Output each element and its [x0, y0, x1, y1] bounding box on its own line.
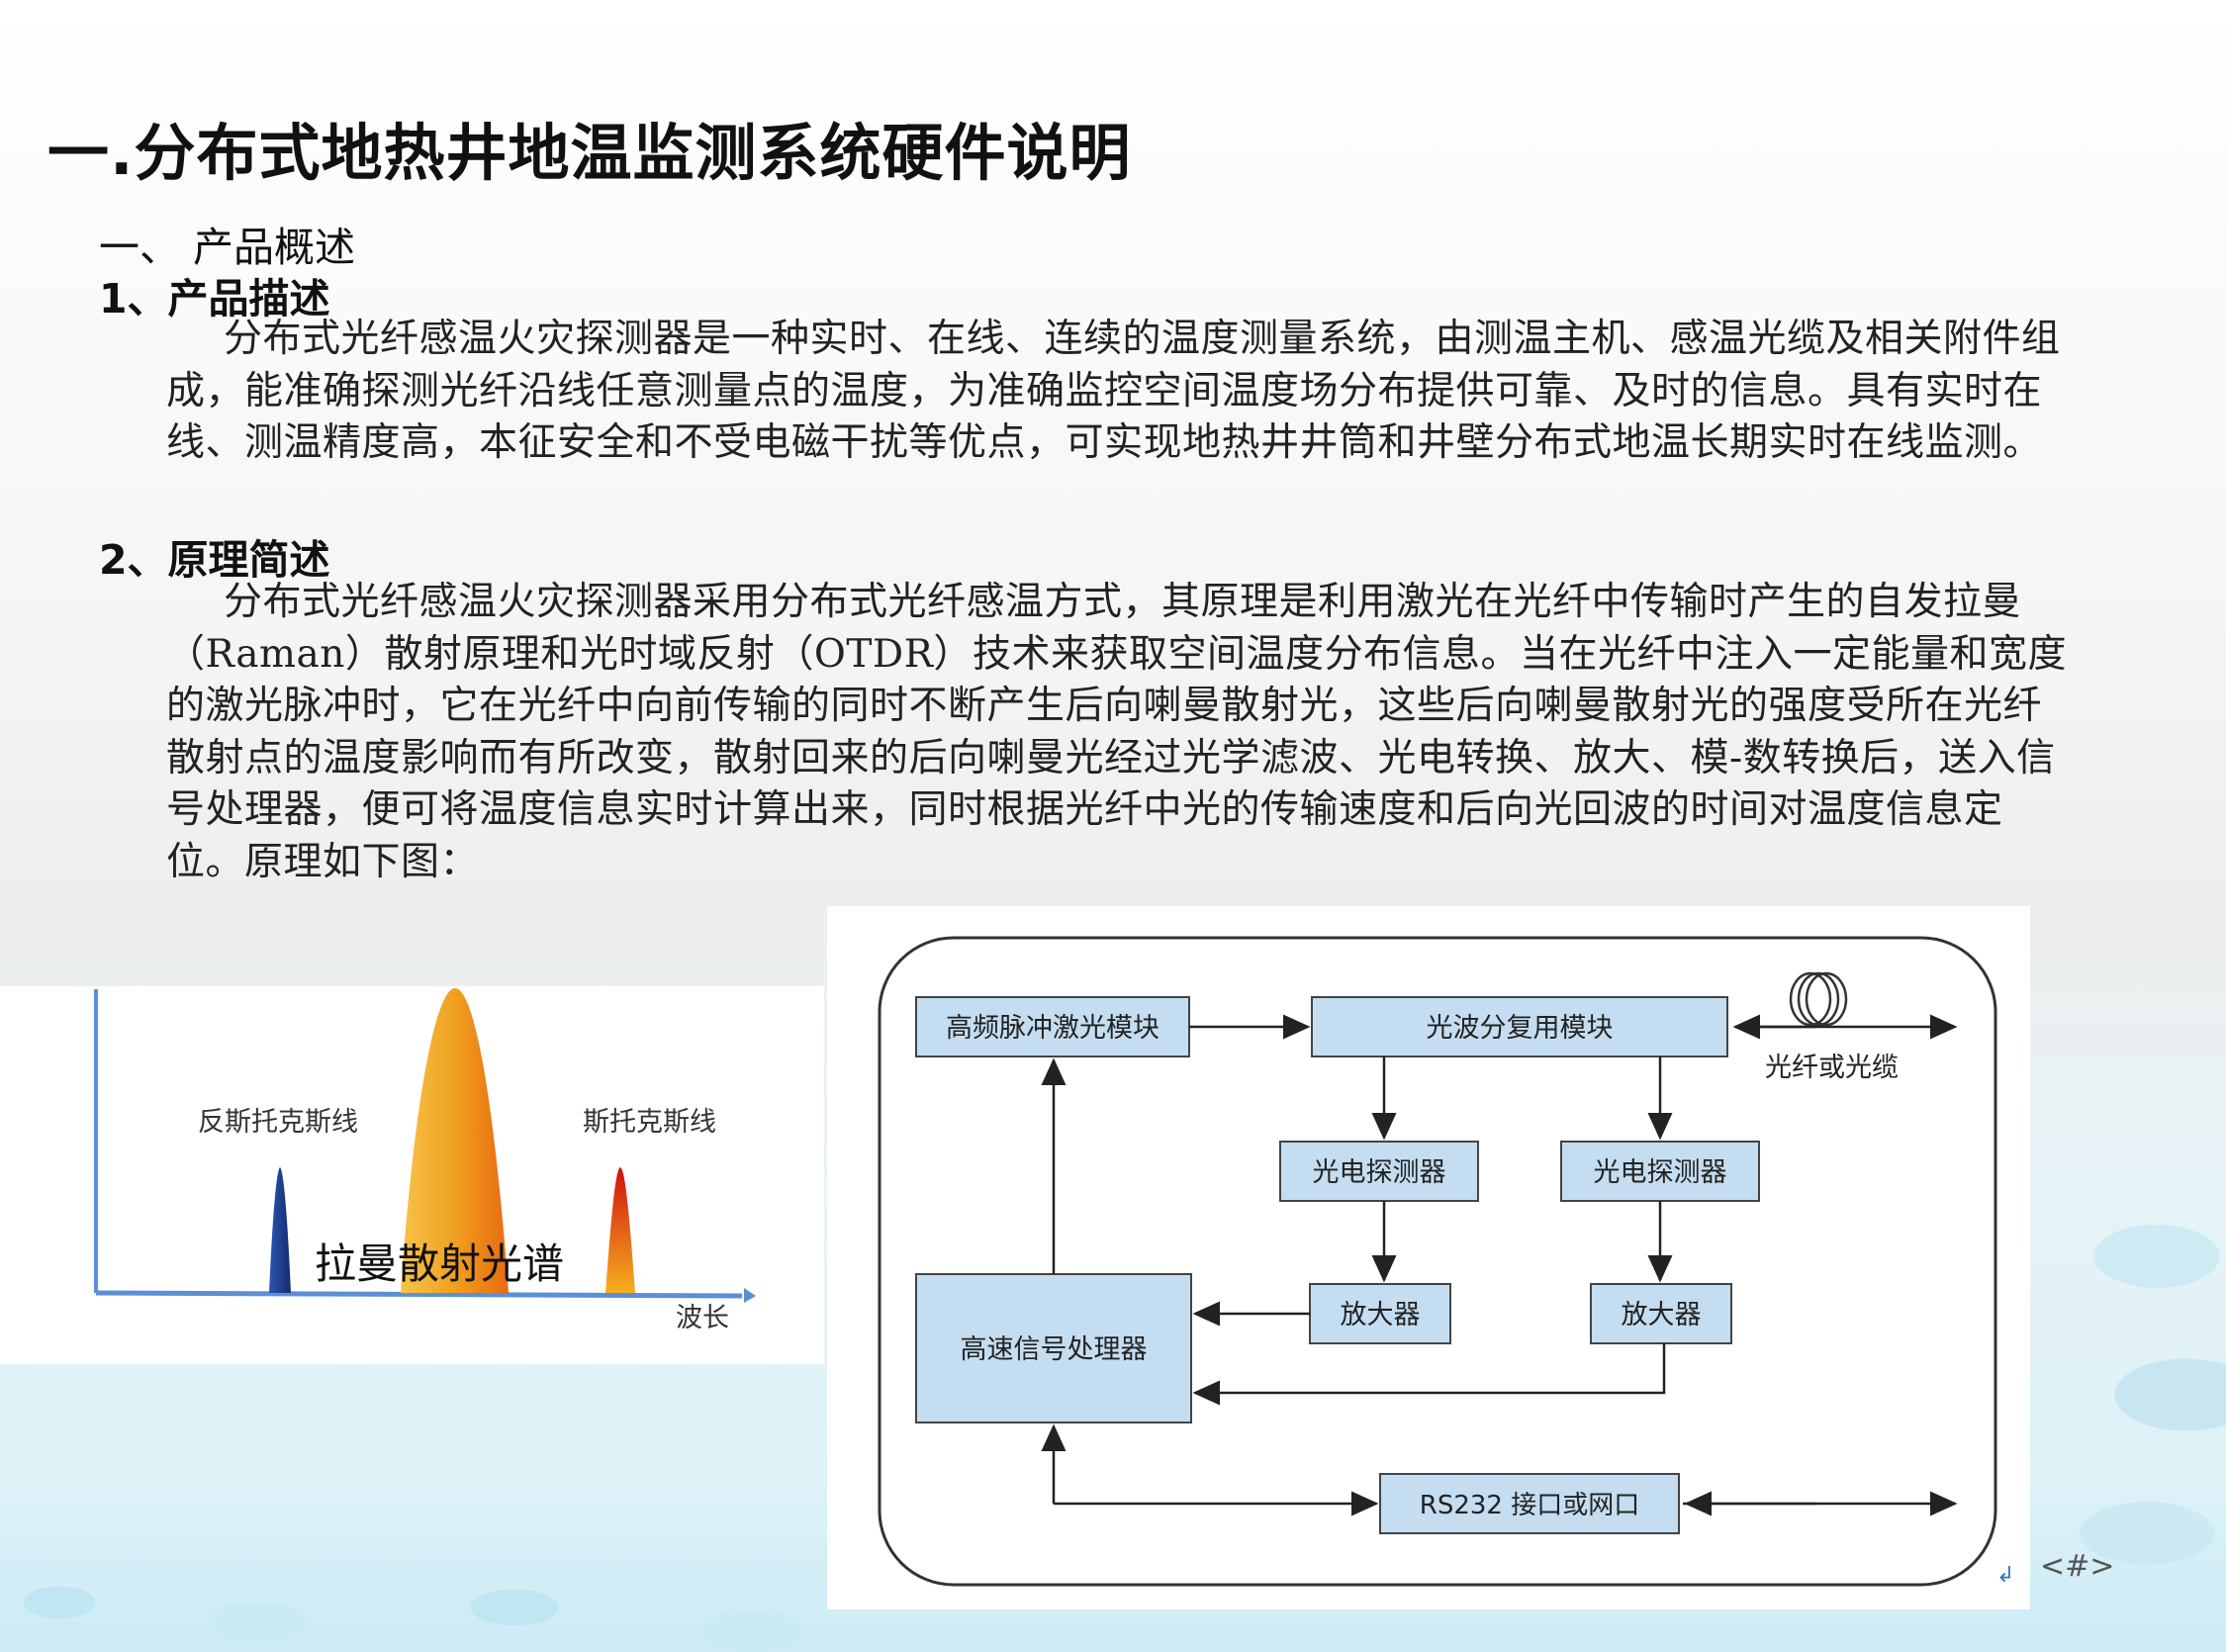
interface-box: [1379, 1473, 1680, 1534]
subheading-principle: 2、原理简述: [99, 536, 330, 584]
x-axis: [95, 1290, 743, 1299]
wdm-module-box: [1311, 996, 1728, 1057]
photodetector-box-2: [1560, 1141, 1760, 1202]
signal-processor-label: 高速信号处理器: [961, 1334, 1148, 1365]
arrow-amp2-to-processor: [1192, 1343, 1666, 1406]
x-axis-label: 波长: [676, 1303, 729, 1333]
interface-label: RS232 接口或网口: [1420, 1491, 1639, 1520]
dts-block-diagram: 高频脉冲激光模块 光波分复用模块 光电探测器 光电探测器 放大器 放大器 高速信…: [827, 906, 2030, 1609]
page-number: <#>: [2040, 1549, 2115, 1584]
return-mark: ↲: [1996, 1563, 2014, 1588]
fiber-coil-icon: [1789, 971, 1848, 1027]
photodetector-label-2: 光电探测器: [1594, 1157, 1727, 1188]
raman-center-peak: [401, 988, 509, 1293]
x-axis-arrow-icon: [744, 1288, 756, 1303]
signal-processor-box: [915, 1273, 1192, 1423]
amplifier-label-1: 放大器: [1341, 1300, 1421, 1331]
photodetector-box-1: [1279, 1141, 1479, 1202]
raman-spectrum-svg: 反斯托克斯线 斯托克斯线 拉曼散射光谱 波长: [94, 988, 756, 1333]
paragraph-principle: 分布式光纤感温火灾探测器采用分布式光纤感温方式，其原理是利用激光在光纤中传输时产…: [166, 580, 2067, 884]
wdm-module-label: 光波分复用模块: [1427, 1013, 1614, 1044]
page-title: 一.分布式地热井地温监测系统硬件说明: [47, 117, 1132, 189]
stokes-peak: [605, 1167, 635, 1293]
section-heading: 一、 产品概述: [99, 224, 356, 271]
laser-module-box: [915, 996, 1190, 1057]
laser-module-label: 高频脉冲激光模块: [946, 1013, 1159, 1044]
block-diagram-svg: 高频脉冲激光模块 光波分复用模块 光电探测器 光电探测器 放大器 放大器 高速信…: [878, 936, 2014, 1588]
amplifier-label-2: 放大器: [1622, 1300, 1702, 1331]
fiber-label: 光纤或光缆: [1765, 1053, 1899, 1083]
subheading-product-description: 1、产品描述: [99, 275, 330, 322]
photodetector-label-1: 光电探测器: [1313, 1157, 1446, 1188]
spectrum-caption: 拉曼散射光谱: [315, 1239, 564, 1288]
stokes-label: 斯托克斯线: [583, 1107, 716, 1138]
raman-spectrum-figure: 反斯托克斯线 斯托克斯线 拉曼散射光谱 波长: [0, 986, 824, 1364]
anti-stokes-peak: [269, 1167, 291, 1293]
amplifier-box-2: [1590, 1283, 1732, 1344]
system-outline: [878, 936, 1997, 1587]
paragraph-product-description: 分布式光纤感温火灾探测器是一种实时、在线、连续的温度测量系统，由测温主机、感温光…: [166, 317, 2061, 465]
anti-stokes-label: 反斯托克斯线: [198, 1107, 358, 1138]
